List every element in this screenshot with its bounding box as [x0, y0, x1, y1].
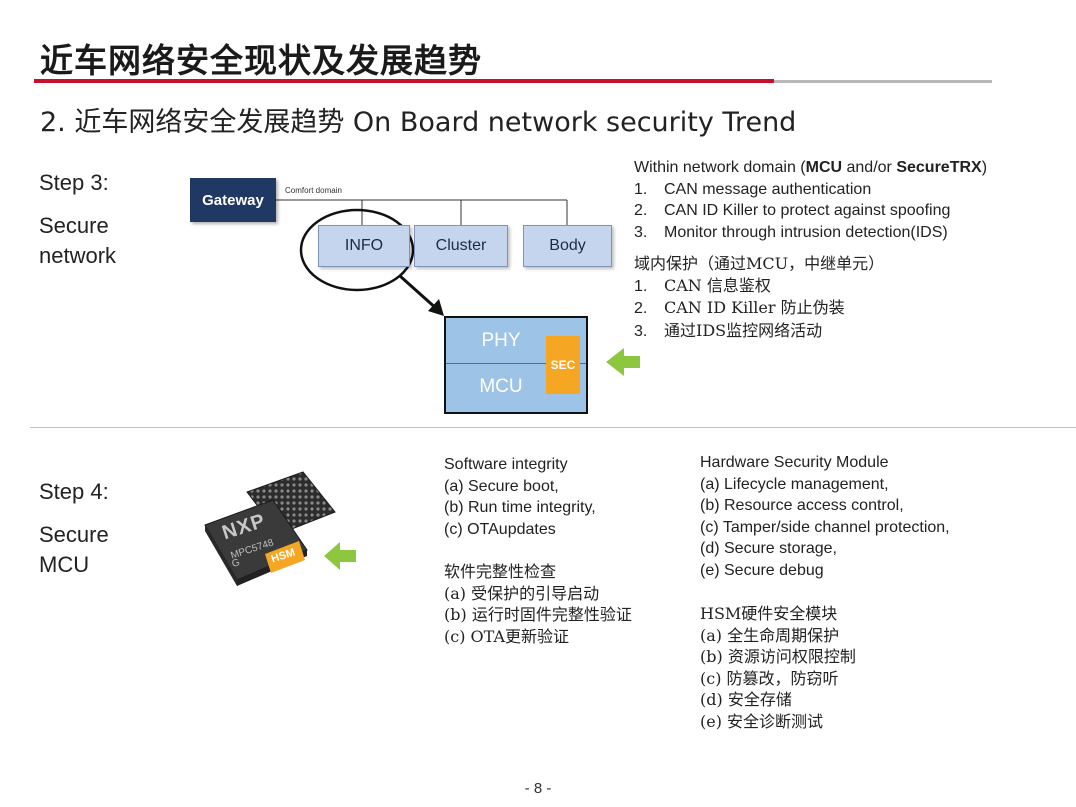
software-cn-block: 软件完整性检查 (a) 受保护的引导启动 (b) 运行时固件完整性验证 (c) …	[444, 561, 632, 647]
hardware-cn-item-b: (b) 资源访问权限控制	[700, 647, 856, 666]
phy-mcu-block: PHY MCU SEC	[444, 316, 588, 414]
nxp-chip-image	[204, 471, 336, 586]
step3-cn-block: 域内保护（通过MCU，中继单元） 1.CAN 信息鉴权 2.CAN ID Kil…	[634, 253, 884, 342]
software-cn-item-a: (a) 受保护的引导启动	[444, 583, 600, 603]
software-cn-item-b: (b) 运行时固件完整性验证	[444, 605, 632, 624]
hardware-item-a: (a) Lifecycle management,	[700, 475, 889, 493]
mcu-label: MCU	[479, 376, 523, 397]
node-cluster: Cluster	[414, 225, 508, 267]
network-diagram-lines	[276, 199, 640, 376]
page-number: - 8 -	[524, 780, 552, 797]
hardware-item-d: (d) Secure storage,	[700, 540, 837, 557]
step3-en-item-1: 1.CAN message authentication	[634, 180, 872, 198]
en-heading-securetrx: SecureTRX	[896, 159, 982, 176]
en-heading-mid: and/or	[842, 159, 897, 176]
step4-name-line1: Secure	[39, 522, 109, 547]
sec-block: SEC	[546, 336, 580, 394]
step3-label: Step 3:	[39, 170, 109, 195]
phy-label: PHY	[481, 330, 521, 351]
green-arrow-icon	[324, 542, 356, 570]
hardware-item-e: (e) Secure debug	[700, 561, 824, 579]
software-heading: Software integrity	[444, 456, 568, 473]
software-item-a: (a) Secure boot,	[444, 477, 559, 495]
title-underline-grey	[774, 80, 992, 83]
step3-en-heading: Within network domain (MCU and/or Secure…	[634, 157, 987, 179]
software-item-b: (b) Run time integrity,	[444, 499, 596, 516]
step3-cn-heading: 域内保护（通过MCU，中继单元）	[634, 254, 885, 273]
section-divider	[30, 427, 1076, 428]
step3-name-line2: network	[39, 243, 117, 268]
hardware-cn-block: HSM硬件安全模块 (a) 全生命周期保护 (b) 资源访问权限控制 (c) 防…	[700, 603, 856, 732]
hardware-cn-item-d: (d) 安全存储	[700, 690, 792, 709]
hardware-item-b: (b) Resource access control,	[700, 497, 904, 514]
hardware-security-block: Hardware Security Module (a) Lifecycle m…	[700, 452, 950, 581]
hardware-item-c: (c) Tamper/side channel protection,	[700, 518, 950, 536]
software-item-c: (c) OTAupdates	[444, 520, 556, 538]
step3-en-item-3: 3.Monitor through intrusion detection(ID…	[634, 223, 948, 241]
page-subtitle: 2. 近车网络安全发展趋势 On Board network security …	[40, 107, 797, 138]
step3-name-line1: Secure	[39, 213, 109, 238]
en-heading-post: )	[981, 159, 988, 176]
info-highlight-ellipse	[299, 208, 415, 292]
hardware-heading: Hardware Security Module	[700, 454, 889, 471]
node-body: Body	[523, 225, 612, 267]
step3-cn-item-3: 3.通过IDS监控网络活动	[634, 320, 823, 340]
green-arrow-icon	[606, 348, 640, 376]
bus-label: Comfort domain	[285, 186, 342, 195]
step4-name-line2: MCU	[39, 552, 90, 577]
en-heading-mcu: MCU	[805, 159, 843, 176]
hardware-cn-item-a: (a) 全生命周期保护	[700, 625, 840, 645]
step3-cn-item-2: 2.CAN ID Killer 防止伪装	[634, 298, 845, 317]
en-heading-pre: Within network domain (	[634, 159, 806, 176]
hardware-cn-heading: HSM硬件安全模块	[700, 604, 838, 623]
step3-en-block: Within network domain (MCU and/or Secure…	[634, 157, 987, 243]
software-cn-item-c: (c) OTA更新验证	[444, 626, 570, 646]
node-info: INFO	[318, 225, 410, 267]
step4-label: Step 4:	[39, 479, 109, 504]
step3-en-item-2: 2.CAN ID Killer to protect against spoof…	[634, 202, 951, 219]
software-cn-heading: 软件完整性检查	[444, 562, 557, 581]
hardware-cn-item-c: (c) 防篡改，防窃听	[700, 668, 839, 688]
hardware-cn-item-e: (e) 安全诊断测试	[700, 711, 824, 731]
gateway-box: Gateway	[190, 178, 276, 222]
title-underline-red	[34, 79, 774, 83]
software-integrity-block: Software integrity (a) Secure boot, (b) …	[444, 454, 596, 540]
phy-mcu-separator	[446, 363, 586, 364]
page-title: 近车网络安全现状及发展趋势	[40, 41, 482, 80]
step3-cn-item-1: 1.CAN 信息鉴权	[634, 275, 771, 295]
